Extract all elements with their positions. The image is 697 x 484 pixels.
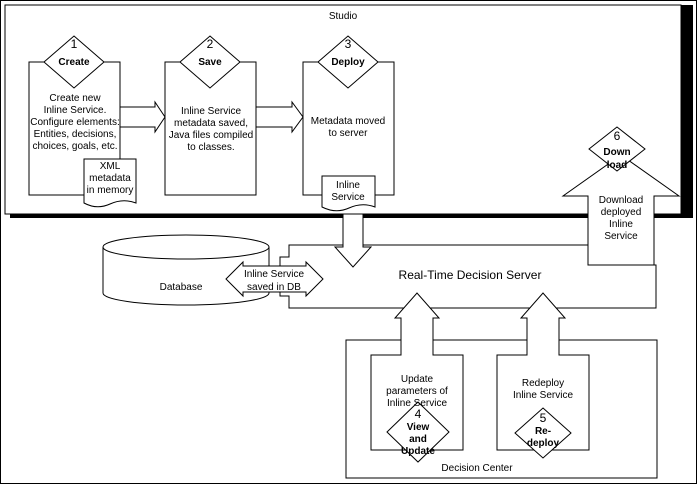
rtd-server-panel: Real-Time Decision Server	[279, 244, 657, 309]
step-redeploy-body-1: Redeploy	[522, 378, 564, 389]
xml-note-line-2: metadata	[89, 173, 131, 184]
inline-service-document: Inline Service	[321, 175, 376, 212]
inline-service-doc-line-1: Inline	[336, 180, 360, 191]
step-view-update-title-1: View	[407, 422, 430, 433]
step-deploy-number: 3	[345, 37, 352, 51]
step-save-body-3: Java files compiled	[169, 130, 253, 141]
step-save-body-2: metadata saved,	[174, 118, 248, 129]
step-create-body-2: Inline Service.	[44, 105, 107, 116]
step-download-body-2: deployed	[601, 207, 642, 218]
database-label: Database	[160, 282, 203, 293]
saved-in-db-line-1: Inline Service	[244, 269, 304, 280]
step-create-body-4: Entities, decisions,	[34, 129, 117, 140]
step-deploy-title: Deploy	[331, 57, 365, 68]
step-view-update-body-1: Update	[401, 374, 434, 385]
database-cylinder: Database	[102, 234, 270, 306]
xml-note-line-3: in memory	[87, 185, 134, 196]
step-view-update-number: 4	[415, 407, 422, 421]
step-view-update-title-2: and	[409, 434, 427, 445]
step-download-body-3: Inline	[609, 219, 633, 230]
step-deploy: 3 Deploy Metadata moved to server	[302, 35, 395, 196]
step-save-number: 2	[207, 37, 214, 51]
step-create-title: Create	[58, 57, 90, 68]
step-download-title-1: Down	[603, 147, 630, 158]
step-save-body-1: Inline Service	[181, 106, 241, 117]
step-download-body-4: Service	[604, 231, 638, 242]
step-save: 2 Save Inline Service metadata saved, Ja…	[164, 35, 257, 196]
step-view-update: Update parameters of Inline Service 4 Vi…	[370, 292, 464, 463]
step-download-number: 6	[614, 129, 621, 143]
xml-metadata-note: XML metadata in memory	[83, 158, 137, 208]
deploy-to-server-arrow	[333, 213, 373, 268]
step-redeploy: Redeploy Inline Service 5 Re- deploy	[496, 292, 590, 459]
inline-service-doc-line-2: Service	[331, 192, 365, 203]
save-to-deploy-arrow	[255, 100, 304, 134]
step-create-body-5: choices, goals, etc.	[32, 141, 117, 152]
step-download-title-2: load	[607, 160, 628, 171]
step-view-update-body-3: Inline Service	[387, 398, 447, 409]
decision-center-label: Decision Center	[441, 463, 513, 474]
step-deploy-body-1: Metadata moved	[311, 116, 386, 127]
step-view-update-title-3: Update	[401, 446, 435, 457]
step-create-body-3: Configure elements:	[30, 117, 120, 128]
step-redeploy-title-2: deploy	[527, 438, 560, 449]
step-save-title: Save	[198, 57, 222, 68]
step-redeploy-body-2: Inline Service	[513, 390, 573, 401]
create-to-save-arrow	[119, 100, 166, 134]
xml-note-line-1: XML	[100, 161, 121, 172]
step-download: 6 Down load Download deployed Inline Ser…	[561, 126, 681, 266]
saved-in-db-arrow: Inline Service saved in DB	[225, 260, 324, 298]
step-download-body-1: Download	[599, 195, 643, 206]
step-create-body-1: Create new	[49, 93, 101, 104]
step-redeploy-number: 5	[540, 411, 547, 425]
rtd-server-label: Real-Time Decision Server	[399, 268, 542, 282]
step-create-number: 1	[71, 37, 78, 51]
step-save-body-4: to classes.	[187, 142, 234, 153]
studio-label: Studio	[329, 11, 358, 22]
step-view-update-body-2: parameters of	[386, 386, 448, 397]
step-deploy-body-2: to server	[329, 128, 369, 139]
saved-in-db-line-2: saved in DB	[247, 282, 301, 293]
step-redeploy-title-1: Re-	[535, 426, 551, 437]
